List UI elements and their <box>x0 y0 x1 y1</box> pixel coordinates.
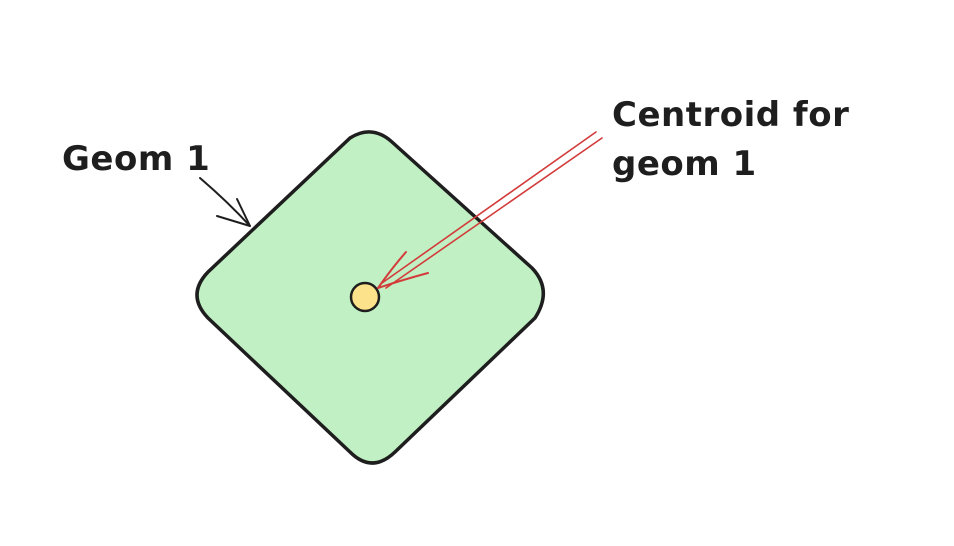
centroid-label-arrow <box>377 131 603 289</box>
geom-label: Geom 1 <box>62 139 210 179</box>
geom-label-arrow <box>199 177 251 227</box>
centroid-point[interactable] <box>349 281 381 313</box>
centroid-label-line-2: geom 1 <box>612 144 757 184</box>
centroid-label-line-1: Centroid for <box>612 95 849 135</box>
